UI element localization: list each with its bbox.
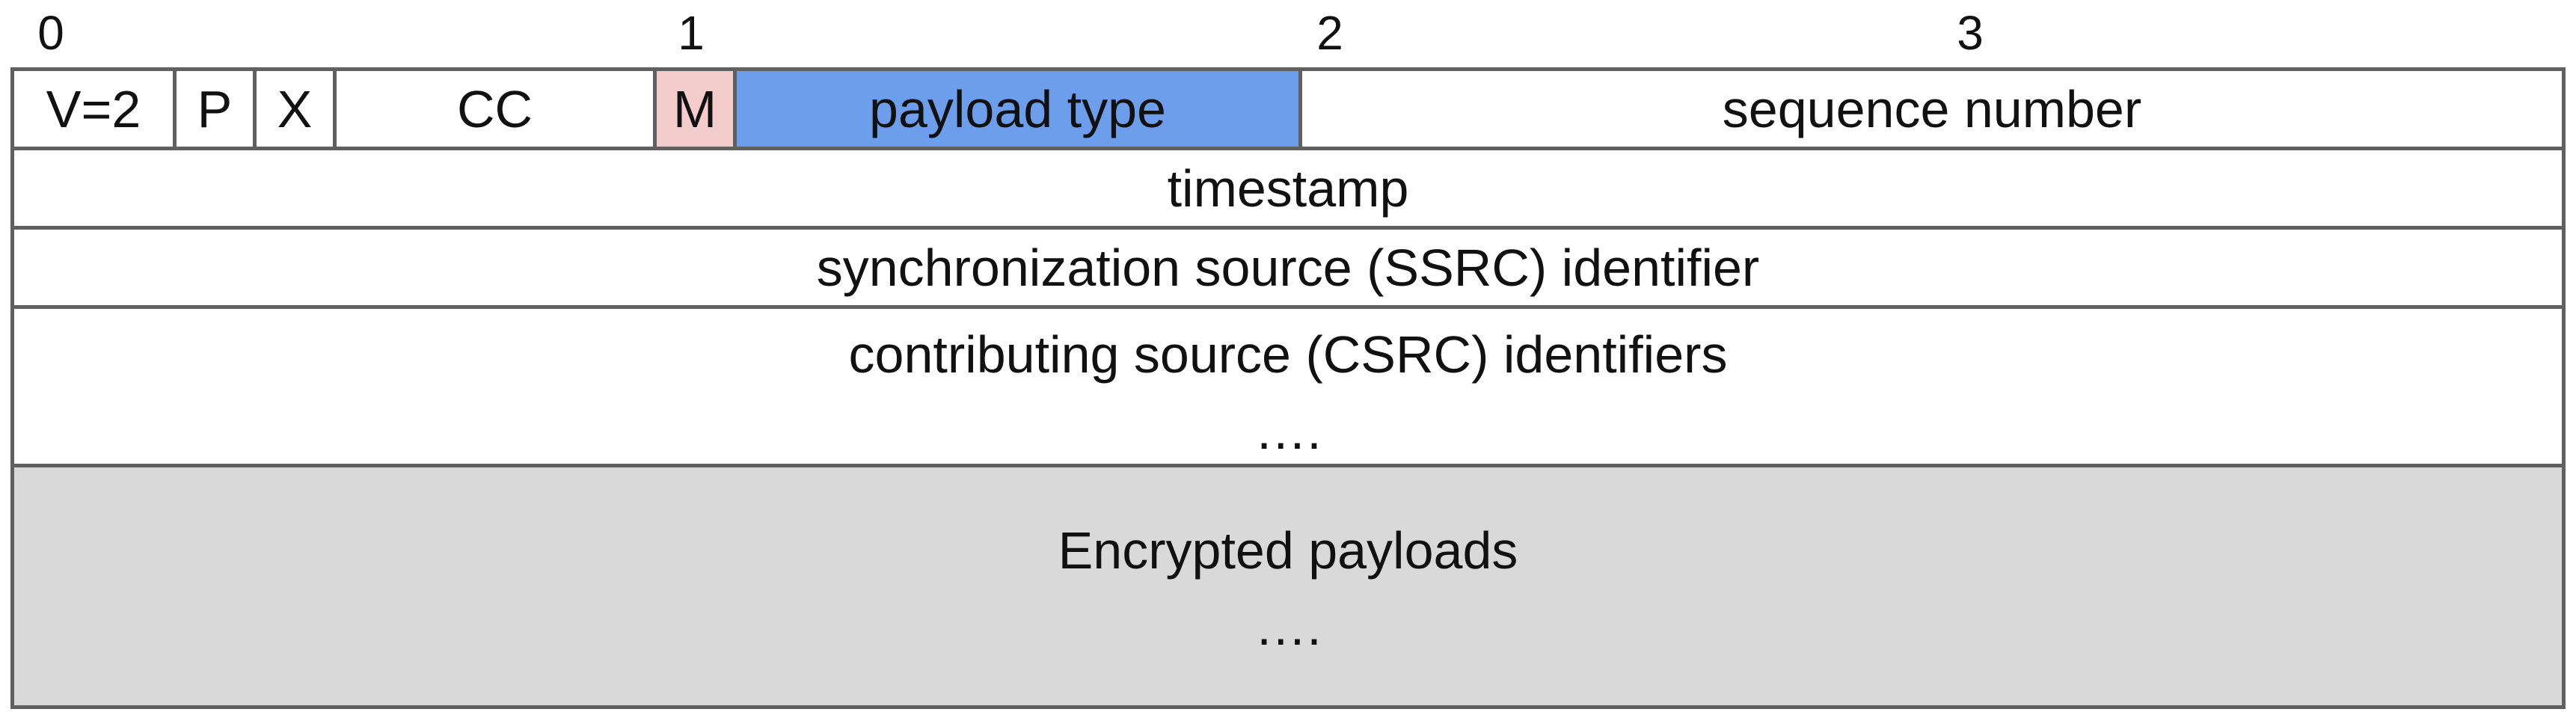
- csrc-row: contributing source (CSRC) identifiers ……: [14, 309, 2562, 467]
- encrypted-payload-row: Encrypted payloads ….: [14, 467, 2562, 705]
- encrypted-payload-label: Encrypted payloads: [1058, 521, 1518, 580]
- csrc-ellipsis: ….: [1254, 402, 1322, 460]
- ssrc-field: synchronization source (SSRC) identifier: [816, 238, 1760, 297]
- sequence-number-field: sequence number: [1722, 79, 2142, 138]
- bit-label-0: 0: [37, 6, 64, 60]
- encrypted-payload-ellipsis: ….: [1254, 598, 1322, 656]
- payload-type-field: payload type: [737, 71, 1302, 147]
- header-row: V=2 P X CC M payload type sequence numbe…: [14, 71, 2562, 150]
- marker-field: M: [657, 71, 737, 147]
- padding-field: P: [177, 71, 257, 147]
- extension-field: X: [257, 71, 337, 147]
- csrc-count-field: CC: [337, 71, 657, 147]
- bit-label-2: 2: [1316, 6, 1343, 60]
- timestamp-row: timestamp: [14, 150, 2562, 230]
- bit-label-3: 3: [1957, 6, 1984, 60]
- rtp-packet-diagram: V=2 P X CC M payload type sequence numbe…: [10, 67, 2566, 709]
- timestamp-field: timestamp: [1167, 159, 1409, 218]
- csrc-field-label: contributing source (CSRC) identifiers: [848, 325, 1728, 384]
- ssrc-row: synchronization source (SSRC) identifier: [14, 230, 2562, 309]
- version-field: V=2: [14, 71, 177, 147]
- bit-label-1: 1: [678, 6, 705, 60]
